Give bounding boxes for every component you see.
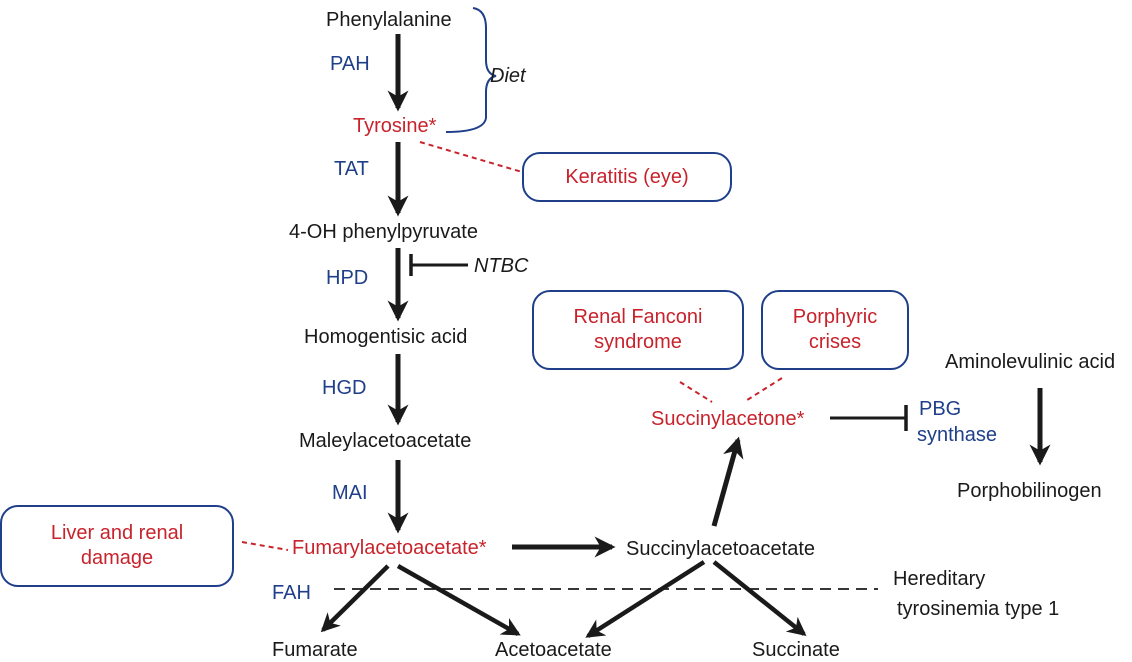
metabolite-fumarate: Fumarate bbox=[272, 639, 358, 661]
metabolite-acetoacetate: Acetoacetate bbox=[495, 639, 612, 661]
dash-liver-faa bbox=[241, 541, 289, 551]
metabolite-4oh-phenylpyruvate: 4-OH phenylpyruvate bbox=[289, 221, 478, 243]
clinical-box-liver-renal-damage: Liver and renal damage bbox=[0, 505, 234, 587]
arrow-saa-to-acetoacetate bbox=[585, 560, 706, 638]
annotation-hereditary-line2: tyrosinemia type 1 bbox=[897, 598, 1060, 620]
arrow-saa-to-succinate bbox=[712, 560, 807, 636]
clinical-box-porphyric-line1: Porphyric bbox=[792, 306, 878, 328]
enzyme-pbg-synthase-line1: PBG bbox=[919, 398, 962, 420]
dash-renal-sa bbox=[679, 381, 713, 403]
arrow-faa-to-fumarate bbox=[320, 564, 390, 633]
metabolite-maleylacetoacetate: Maleylacetoacetate bbox=[299, 430, 472, 452]
arrow-faa-to-acetoacetate bbox=[396, 564, 521, 636]
metabolite-phenylalanine: Phenylalanine bbox=[326, 9, 452, 31]
metabolite-aminolevulinic-acid: Aminolevulinic acid bbox=[945, 351, 1116, 373]
annotation-diet: Diet bbox=[490, 65, 526, 87]
dash-tyrosine-keratitis bbox=[419, 141, 523, 173]
clinical-box-renal-fanconi: Renal Fanconi syndrome bbox=[532, 290, 744, 370]
enzyme-pbg-synthase-line2: synthase bbox=[917, 424, 998, 446]
clinical-box-renal-fanconi-line2: syndrome bbox=[594, 331, 682, 353]
metabolite-homogentisic-acid: Homogentisic acid bbox=[304, 326, 468, 348]
clinical-box-keratitis-label: Keratitis (eye) bbox=[565, 165, 689, 188]
enzyme-fah: FAH bbox=[272, 582, 311, 604]
metabolite-tyrosine: Tyrosine* bbox=[353, 115, 437, 137]
metabolite-succinylacetone: Succinylacetone* bbox=[651, 408, 805, 430]
enzyme-tat: TAT bbox=[334, 158, 369, 180]
metabolite-fumarylacetoacetate: Fumarylacetoacetate* bbox=[292, 537, 487, 559]
clinical-box-porphyric-line2: crises bbox=[808, 331, 862, 353]
clinical-box-renal-fanconi-line1: Renal Fanconi bbox=[573, 306, 703, 328]
enzyme-mai: MAI bbox=[332, 482, 368, 504]
clinical-box-liver-renal-line1: Liver and renal bbox=[50, 522, 184, 544]
clinical-box-keratitis: Keratitis (eye) bbox=[522, 152, 732, 202]
diet-brace bbox=[445, 7, 497, 133]
enzyme-hgd: HGD bbox=[322, 377, 367, 399]
clinical-box-liver-renal-line2: damage bbox=[80, 547, 154, 569]
annotation-ntbc: NTBC bbox=[474, 255, 529, 277]
annotation-hereditary-line1: Hereditary bbox=[893, 568, 986, 590]
clinical-box-porphyric-crises: Porphyric crises bbox=[761, 290, 909, 370]
enzyme-pah: PAH bbox=[330, 53, 370, 75]
enzyme-hpd: HPD bbox=[326, 267, 369, 289]
dash-porphyric-sa bbox=[743, 377, 783, 403]
metabolite-succinate: Succinate bbox=[752, 639, 840, 661]
arrow-saa-to-sa bbox=[711, 436, 744, 527]
metabolite-porphobilinogen: Porphobilinogen bbox=[957, 480, 1102, 502]
metabolite-succinylacetoacetate: Succinylacetoacetate bbox=[626, 538, 816, 560]
